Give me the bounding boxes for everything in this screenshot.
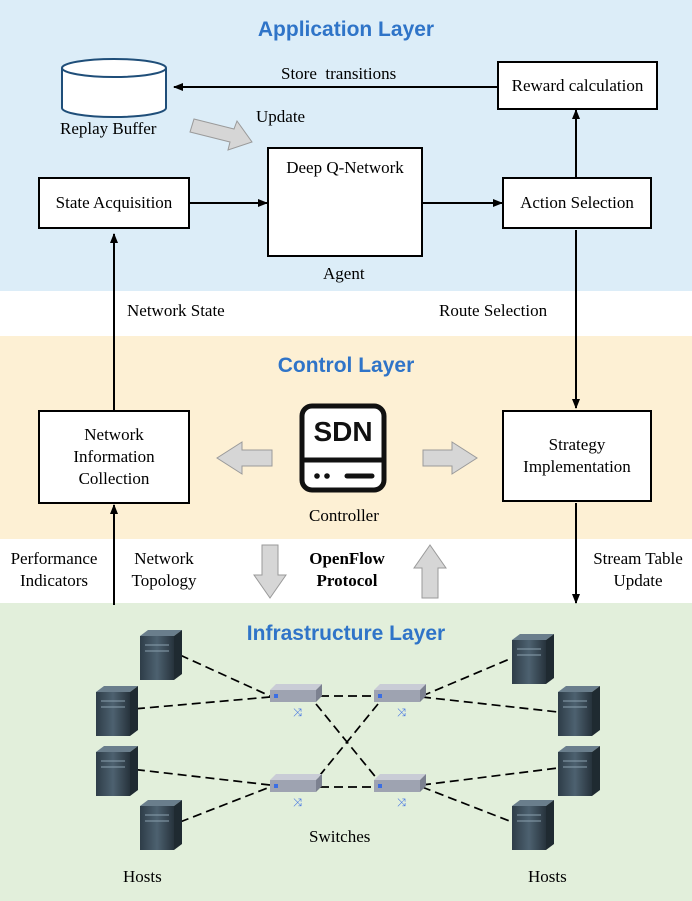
- update-label: Update: [256, 107, 306, 126]
- state-acquisition-box: State Acquisition: [38, 177, 190, 229]
- svg-text:⤨: ⤨: [397, 706, 406, 719]
- store-transitions-label: Store transitions: [281, 64, 397, 83]
- application-layer-title: Application Layer: [257, 18, 435, 41]
- deep-q-network-label: Deep Q-Network: [286, 158, 404, 177]
- server-icon: [140, 800, 182, 850]
- openflow-down-arrow: [253, 544, 287, 599]
- replay-buffer-label: Replay Buffer: [60, 119, 157, 138]
- network-state-label: Network State: [127, 301, 225, 320]
- performance-indicators-label: Performance Indicators: [10, 549, 98, 590]
- agent-label: Agent: [323, 264, 365, 283]
- server-icon: [140, 630, 182, 680]
- hosts-right-label: Hosts: [528, 867, 567, 886]
- server-icon: [558, 746, 600, 796]
- switch-icon: ⤨: [270, 684, 322, 719]
- svg-text:⤨: ⤨: [293, 706, 302, 719]
- openflow-up-arrow: [413, 544, 447, 599]
- sdn-controller-icon: [299, 403, 387, 493]
- controller-label: Controller: [309, 506, 379, 525]
- update-arrow: [189, 118, 253, 151]
- reward-calculation-box: Reward calculation: [497, 61, 658, 110]
- hosts-left-label: Hosts: [123, 867, 162, 886]
- database-icon: [61, 58, 167, 118]
- strategy-implementation-box: Strategy Implementation: [502, 410, 652, 502]
- svg-text:⤨: ⤨: [293, 796, 302, 809]
- svg-text:⤨: ⤨: [397, 796, 406, 809]
- controller-left-arrow: [216, 441, 273, 475]
- switches-label: Switches: [309, 827, 371, 846]
- action-selection-box: Action Selection: [502, 177, 652, 229]
- server-icon: [512, 800, 554, 850]
- network-information-collection-box: Network Information Collection: [38, 410, 190, 504]
- network-topology-label: Network Topology: [131, 549, 197, 590]
- openflow-protocol-label: OpenFlow Protocol: [309, 549, 385, 590]
- server-icon: [558, 686, 600, 736]
- control-layer-title: Control Layer: [277, 354, 415, 377]
- switch-icon: ⤨: [270, 774, 322, 809]
- sdn-label: SDN: [313, 416, 373, 447]
- server-icon: [512, 634, 554, 684]
- switch-icon: ⤨: [374, 684, 426, 719]
- deep-q-network-box: Deep Q-Network: [267, 147, 423, 257]
- network-links: [121, 654, 559, 823]
- server-icon: [96, 686, 138, 736]
- server-icon: [96, 746, 138, 796]
- switch-icon: ⤨: [374, 774, 426, 809]
- stream-table-update-label: Stream Table Update: [593, 549, 683, 590]
- controller-right-arrow: [422, 441, 478, 475]
- infrastructure-layer-title: Infrastructure Layer: [246, 622, 446, 645]
- route-selection-label: Route Selection: [439, 301, 548, 320]
